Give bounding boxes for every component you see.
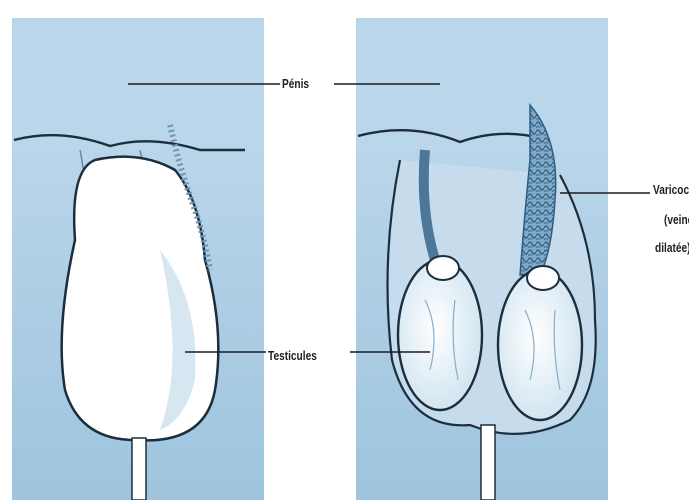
cord-left <box>132 438 146 500</box>
panel-varicocele <box>356 18 608 500</box>
label-testicles: Testicules <box>268 348 317 363</box>
label-varicocele-detail-2: dilatée) <box>655 240 689 255</box>
panel-normal <box>12 18 264 500</box>
label-varicocele: Varicocèle <box>653 182 689 197</box>
epididymis-left <box>427 256 459 280</box>
testis-right <box>498 270 582 420</box>
label-varicocele-detail-1: (veine <box>664 212 689 227</box>
cord-right <box>481 425 495 500</box>
label-penis: Pénis <box>282 76 309 91</box>
epididymis-right <box>527 266 559 290</box>
testis-left <box>398 260 482 410</box>
